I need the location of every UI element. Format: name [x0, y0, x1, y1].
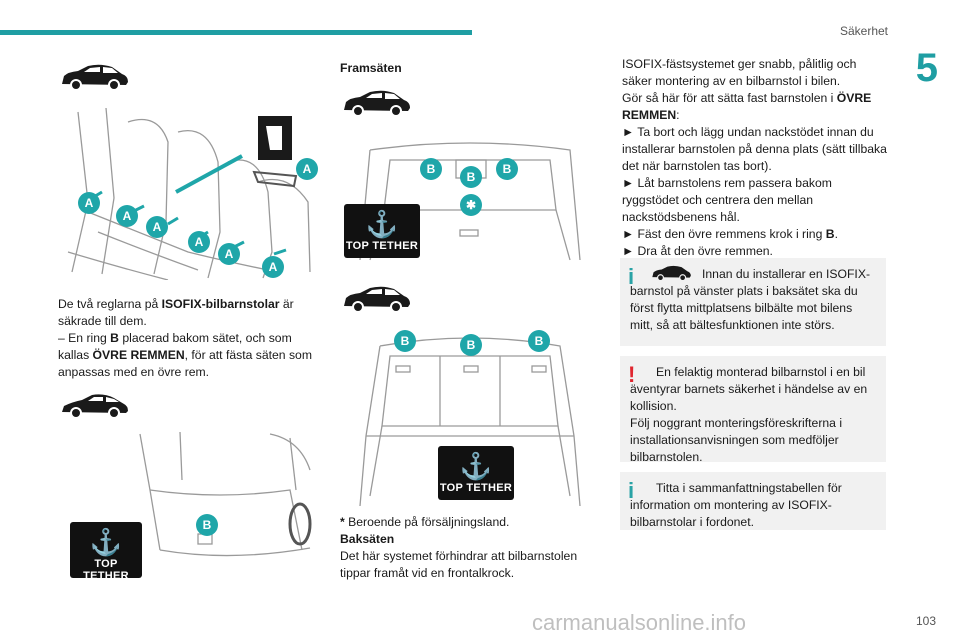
warning-note: ! En felaktig monterad bilbarnstol i en …: [620, 356, 886, 464]
ring-text-d: , för att fästa säten som anpassas med e…: [58, 348, 312, 379]
page-number: 103: [915, 614, 936, 628]
anchor-icon: ⚓: [365, 209, 399, 239]
info-note-1: i Innan du installerar en ISOFIX-barnsto…: [620, 258, 886, 346]
ring-text-a: – En ring: [58, 331, 111, 345]
rear-seats-heading: Baksäten: [340, 532, 395, 546]
intro-text: De två reglarna på: [58, 297, 162, 311]
ring-a-badge-5: A: [188, 231, 210, 253]
car-icon-1: [62, 64, 128, 91]
car-icon-2: [62, 394, 128, 419]
top-tether-sticker-3: ⚓ TOP TETHER: [438, 446, 514, 500]
step-1: ► Ta bort och lägg undan nackstödet inna…: [622, 125, 887, 173]
section-title: Säkerhet: [839, 24, 888, 38]
ring-b-badge-rear-1: B: [394, 330, 416, 352]
ring-b-badge-rear-3: B: [528, 330, 550, 352]
ring-b-badge-rear: B: [196, 514, 218, 536]
info-note-2: i Titta i sammanfattningstabellen för in…: [620, 472, 886, 530]
col3-text: ISOFIX-fästsystemet ger snabb, pålitlig …: [622, 57, 887, 258]
intro-end: är säkrade till dem.: [58, 297, 294, 328]
ring-a-badge-1: A: [296, 158, 318, 180]
ring-b-label: B: [110, 331, 119, 345]
car-icon-4: [344, 286, 410, 313]
ring-bold: ÖVRE REMMEN: [92, 348, 185, 362]
ring-a-badge-3: A: [116, 205, 138, 227]
car-icon-3: [344, 90, 410, 117]
star-badge: ✱: [460, 194, 482, 216]
front-seats-heading: Framsäten: [340, 61, 402, 75]
info-note-1-text: Innan du installerar en ISOFIX-barnstol …: [630, 267, 871, 332]
rear-seats-text: Det här systemet förhindrar att bilbarns…: [340, 549, 578, 580]
ring-b-badge-front-2: B: [460, 166, 482, 188]
info-note-2-text: Titta i sammanfattningstabellen för info…: [630, 481, 842, 529]
col1-text: De två reglarna på ISOFIX-bilbarnstolar …: [58, 296, 320, 381]
anchor-icon: ⚓: [89, 527, 123, 557]
ring-b-badge-front-3: B: [496, 158, 518, 180]
step-2: ► Låt barnstolens rem passera bakom rygg…: [622, 176, 832, 224]
ring-b-badge-rear-2: B: [460, 334, 482, 356]
anchor-icon: ⚓: [459, 451, 493, 481]
header-accent-bar: [0, 30, 472, 35]
ring-b-badge-front-1: B: [420, 158, 442, 180]
footnote-text: Beroende på försäljningsland.: [344, 515, 510, 529]
warning-text-1: En felaktig monterad bilbarnstol i en bi…: [630, 365, 868, 413]
step-4: ► Dra åt den övre remmen.: [622, 244, 773, 258]
info-icon: i: [628, 264, 635, 289]
ring-a-badge-6: A: [218, 243, 240, 265]
top-tether-sticker-1: ⚓ TOP TETHER: [70, 522, 142, 582]
step-3: ► Fäst den övre remmens krok i ring B.: [622, 227, 838, 241]
footnote-star: *: [340, 515, 345, 529]
ovre-remmen-label: ÖVRE REMMEN: [622, 91, 872, 122]
info-icon: i: [628, 478, 635, 503]
intro-bold: ISOFIX-bilbarnstolar: [161, 297, 280, 311]
watermark: carmanualsonline.info: [532, 610, 747, 635]
top-tether-sticker-2: ⚓ TOP TETHER: [344, 204, 420, 258]
warning-icon: !: [628, 362, 636, 387]
chapter-number: 5: [915, 46, 938, 90]
ring-a-badge-2: A: [78, 192, 100, 214]
seatback-illustration: [139, 431, 312, 557]
isofix-seats-illustration: [58, 102, 320, 280]
isofix-intro: ISOFIX-fästsystemet ger snabb, pålitlig …: [622, 57, 857, 88]
ring-a-badge-4: A: [146, 216, 168, 238]
ring-a-badge-7: A: [262, 256, 284, 278]
car-icon-5: [652, 265, 691, 282]
warning-text-2: Följ noggrant monteringsföreskrifterna i…: [630, 416, 843, 464]
ring-text-c: placerad bakom sätet, och som kallas: [58, 331, 292, 362]
col2-text: * Beroende på försäljningsland. Baksäten…: [340, 514, 602, 582]
